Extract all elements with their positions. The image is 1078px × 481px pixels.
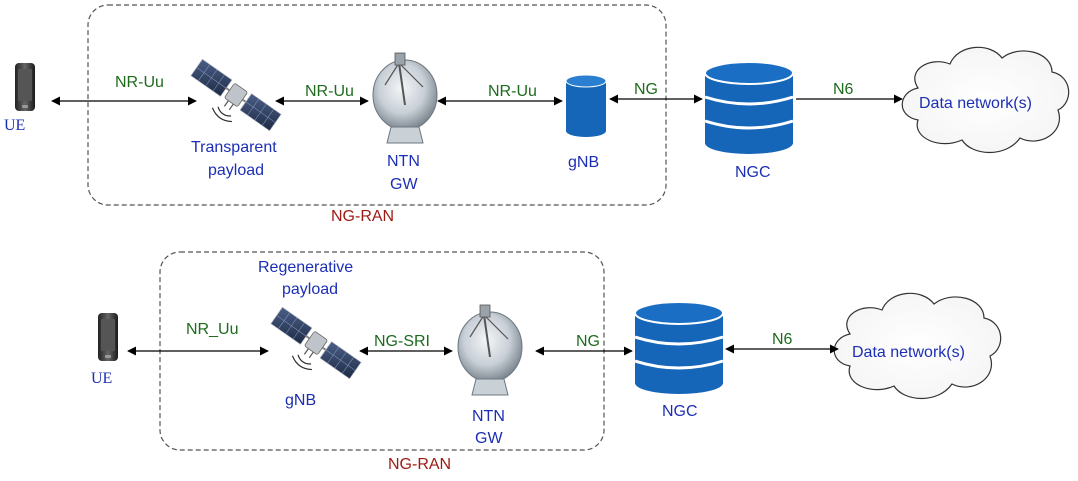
link-label-ue-sat-top: NR-Uu (115, 74, 164, 91)
ntn-gw-label-1-top: NTN (387, 153, 420, 170)
link-label-gnb-ngc-top: NG (634, 81, 658, 98)
dish-antenna-icon (372, 52, 438, 144)
link-label-ue-sat-bottom: NR_Uu (186, 321, 238, 338)
ue-label-bottom: UE (91, 370, 112, 387)
ngc-label-top: NGC (735, 164, 771, 181)
regenerative-payload-label-2: payload (282, 281, 338, 298)
ngc-label-bottom: NGC (662, 403, 698, 420)
phone-icon (15, 63, 35, 111)
ntn-gw-label-2-bottom: GW (475, 430, 503, 447)
ue-label-top: UE (4, 117, 25, 134)
link-label-gw-gnb-top: NR-Uu (488, 83, 537, 100)
data-network-label-bottom: Data network(s) (852, 344, 965, 361)
link-label-ngc-dn-top: N6 (833, 81, 854, 98)
regenerative-payload-label-1: Regenerative (258, 259, 353, 276)
ng-ran-label-bottom: NG-RAN (388, 456, 451, 473)
gnb-label-bottom: gNB (285, 392, 316, 409)
satellite-icon (270, 306, 362, 380)
ng-ran-label-top: NG-RAN (331, 208, 394, 225)
cloud-icon (833, 292, 1002, 399)
database-icon (565, 74, 607, 137)
link-label-sat-gw-bottom: NG-SRI (374, 333, 430, 350)
link-label-sat-gw-top: NR-Uu (305, 83, 354, 100)
cloud-icon (901, 46, 1070, 153)
database-icon (704, 61, 794, 154)
ntn-gw-label-2-top: GW (390, 176, 418, 193)
database-icon (634, 301, 724, 394)
gnb-label-top: gNB (568, 154, 599, 171)
satellite-icon (190, 58, 282, 132)
ntn-gw-label-1-bottom: NTN (472, 408, 505, 425)
phone-icon (98, 313, 118, 361)
dish-antenna-icon (457, 304, 523, 396)
transparent-payload-label-1: Transparent (191, 139, 277, 156)
transparent-payload-label-2: payload (208, 162, 264, 179)
link-label-gw-ngc-bottom: NG (576, 333, 600, 350)
link-label-ngc-dn-bottom: N6 (772, 331, 793, 348)
data-network-label-top: Data network(s) (919, 95, 1032, 112)
